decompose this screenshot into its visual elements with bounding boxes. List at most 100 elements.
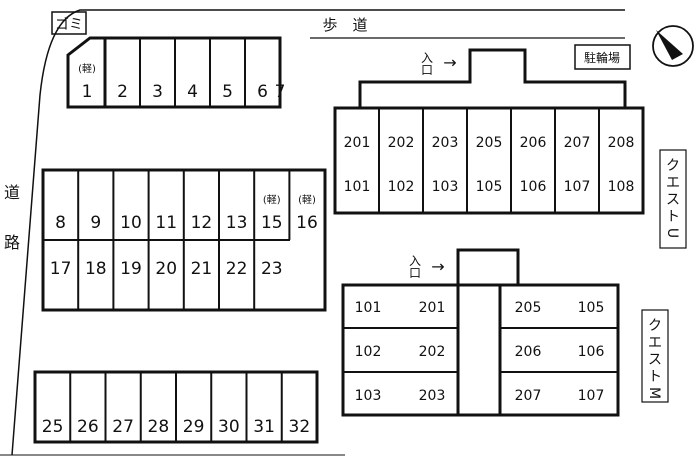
unit-number: 203 <box>432 135 459 151</box>
parking-space-label: 3 <box>152 82 163 102</box>
building-name-char: ス <box>648 352 662 368</box>
unit-number: 201 <box>344 135 371 151</box>
unit-number: 207 <box>515 388 542 404</box>
parking-space-label: 2 <box>117 82 128 102</box>
building-name-char: エ <box>648 335 662 351</box>
unit-number: 206 <box>515 344 542 360</box>
building-m-name-box <box>641 309 669 403</box>
building-m-core <box>456 283 502 417</box>
unit-number: 207 <box>564 135 591 151</box>
parking-space-label: 18 <box>85 259 107 279</box>
unit-number: 102 <box>388 179 415 195</box>
parking-space-label: 15 <box>261 213 283 233</box>
building-m-right-border <box>498 283 620 417</box>
building-name-char: M <box>646 387 662 399</box>
parking-space-label: 26 <box>77 417 99 437</box>
parking-space-label: 29 <box>183 417 205 437</box>
parking-space-label: 5 <box>222 82 233 102</box>
road-boundary-line <box>11 9 625 456</box>
entrance-arrow-u: → <box>443 53 456 72</box>
unit-number: 203 <box>419 388 446 404</box>
building-m-labels: 101 102 103 201 202 203 205 206 207 105 106 107 <box>355 300 605 404</box>
unit-number: 106 <box>520 179 547 195</box>
kei-car-mark: (軽) <box>263 194 281 206</box>
parking-space-label: 17 <box>50 259 72 279</box>
parking-middle-dividers <box>77 170 291 310</box>
parking-space-label: 6 <box>257 82 268 102</box>
entrance-arrow-m: → <box>431 257 444 276</box>
parking-space-label: 32 <box>289 417 311 437</box>
unit-number: 201 <box>419 300 446 316</box>
parking-space-label: 11 <box>155 213 177 233</box>
parking-space-label: 10 <box>120 213 142 233</box>
parking-space-label: 20 <box>155 259 177 279</box>
unit-number: 102 <box>355 344 382 360</box>
compass-icon <box>652 25 694 67</box>
unit-number: 107 <box>564 179 591 195</box>
building-name-char: U <box>664 228 680 238</box>
entrance-label-m-bottom: 口 <box>409 266 421 280</box>
unit-number: 108 <box>608 179 635 195</box>
unit-number: 101 <box>355 300 382 316</box>
unit-number: 107 <box>578 388 605 404</box>
parking-space-label: 21 <box>191 259 213 279</box>
parking-space-label: 30 <box>218 417 240 437</box>
parking-space-label: 4 <box>187 82 198 102</box>
unit-number: 202 <box>419 344 446 360</box>
unit-number: 103 <box>432 179 459 195</box>
unit-number: 205 <box>476 135 503 151</box>
kei-car-mark: (軽) <box>298 194 316 206</box>
building-u-entrance-outline <box>358 48 627 108</box>
bicycle-parking-box <box>574 44 631 70</box>
building-name-char: ス <box>666 192 680 208</box>
building-u-border <box>333 106 645 215</box>
parking-space-label: 12 <box>191 213 213 233</box>
building-m-entrance-outline <box>456 248 520 285</box>
entrance-label-u-top: 入 <box>421 51 433 65</box>
sidewalk-label: 歩 道 <box>322 16 367 34</box>
building-name-char: ク <box>648 318 662 334</box>
building-name-char: エ <box>666 175 680 191</box>
unit-number: 208 <box>608 135 635 151</box>
parking-space-label: 16 <box>296 213 318 233</box>
building-name-char: ト <box>666 209 680 225</box>
entrance-label-u-bottom: 口 <box>421 63 433 77</box>
parking-middle-labels: 8 9 10 11 12 13 15 (軽) 16 (軽) 17 18 19 20 21 22 23 <box>50 194 318 279</box>
parking-top-dividers <box>139 38 281 107</box>
unit-number: 105 <box>578 300 605 316</box>
parking-space-label: 8 <box>55 213 66 233</box>
parking-bottom-dividers <box>69 372 283 442</box>
parking-space-label: 13 <box>226 213 248 233</box>
parking-space-label: 31 <box>253 417 275 437</box>
unit-number: 205 <box>515 300 542 316</box>
unit-number: 106 <box>578 344 605 360</box>
trash-label: ゴミ <box>55 16 83 33</box>
unit-number: 105 <box>476 179 503 195</box>
parking-space-label: 22 <box>226 259 248 279</box>
trash-box <box>51 11 87 35</box>
unit-number: 103 <box>355 388 382 404</box>
parking-space-label: 19 <box>120 259 142 279</box>
parking-space-label: 28 <box>148 417 170 437</box>
parking-space-label: 9 <box>90 213 101 233</box>
unit-number: 202 <box>388 135 415 151</box>
parking-space-label: 23 <box>261 259 283 279</box>
bicycle-parking-label: 駐輪場 <box>584 50 620 65</box>
unit-number: 101 <box>344 179 371 195</box>
unit-number: 206 <box>520 135 547 151</box>
road-label-top: 道 <box>4 183 20 202</box>
parking-space-label: 1 <box>82 82 93 102</box>
entrance-label-m-top: 入 <box>409 254 421 268</box>
building-u-labels: 201 202 203 205 206 207 208 101 102 103 105 106 107 1… <box>344 135 635 195</box>
road-label-bottom: 路 <box>4 233 20 252</box>
building-u-name-box <box>659 149 687 249</box>
parking-space-label: 7 <box>275 82 286 102</box>
building-name-char: ト <box>648 369 662 385</box>
kei-car-mark: (軽) <box>78 63 96 75</box>
